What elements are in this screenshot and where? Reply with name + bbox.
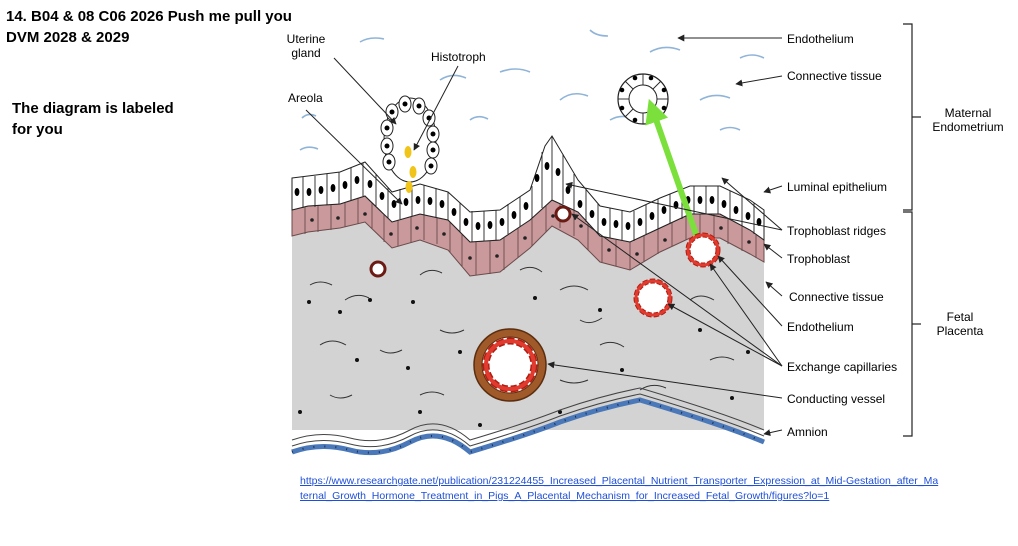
note-line-1: The diagram is labeled (12, 100, 174, 117)
label-histotroph: Histotroph (431, 50, 486, 64)
conducting-vessel (473, 328, 547, 402)
label-areola: Areola (288, 91, 323, 105)
transfer-arrow (645, 98, 701, 241)
heading-line-1: 14. B04 & 08 C06 2026 Push me pull you (6, 8, 292, 25)
label-exchange-capillaries: Exchange capillaries (787, 360, 898, 374)
label-conducting-vessel: Conducting vessel (787, 392, 886, 406)
amnion-layer (291, 387, 765, 456)
label-amnion: Amnion (787, 425, 828, 439)
label-maternal-endometrium: Maternal Endometrium (932, 106, 1004, 134)
maternal-connective-tissue (299, 29, 765, 151)
maternal-capillary (617, 73, 669, 125)
label-trophoblast: Trophoblast (787, 252, 850, 266)
trophoblast-layer (291, 195, 765, 277)
label-fetal-placenta: Fetal Placenta (936, 310, 984, 338)
region-brackets (903, 23, 921, 437)
heading-line-2: DVM 2028 & 2029 (6, 29, 130, 46)
slide-heading: 14. B04 & 08 C06 2026 Push me pull you D… (6, 6, 292, 48)
diagram-note: The diagram is labeled for you (12, 98, 174, 140)
label-connective-tissue-maternal: Connective tissue (787, 69, 882, 83)
exchange-capillaries (369, 205, 721, 318)
fetal-connective-tissue-fibers (309, 266, 735, 399)
source-link[interactable]: https://www.researchgate.net/publication… (300, 475, 939, 502)
label-trophoblast-ridges: Trophoblast ridges (787, 224, 886, 238)
label-endothelium-maternal: Endothelium (787, 32, 854, 46)
fetal-cell-dots (298, 296, 750, 427)
uterine-gland (380, 95, 440, 193)
label-connective-tissue-fetal: Connective tissue (789, 290, 884, 304)
fetal-connective-tissue-region (292, 206, 764, 430)
label-luminal-epithelium: Luminal epithelium (787, 180, 888, 194)
label-endothelium-fetal: Endothelium (787, 320, 854, 334)
note-line-2: for you (12, 121, 63, 138)
histotroph-droplets (404, 146, 417, 193)
label-uterine-gland: Uterine gland (286, 32, 326, 60)
leader-lines (305, 34, 783, 437)
